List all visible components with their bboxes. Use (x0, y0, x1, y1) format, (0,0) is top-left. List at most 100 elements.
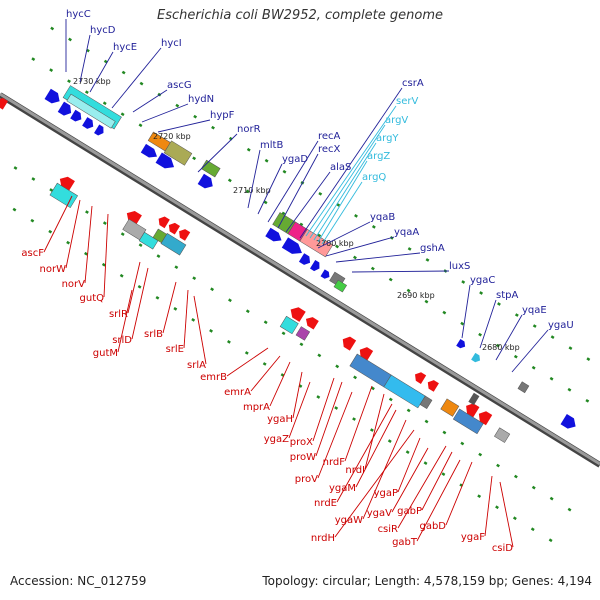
gene-label-norR: norR (237, 124, 261, 135)
gene-label-srlA: srlA (187, 360, 206, 371)
forward-gene-arrow (298, 253, 311, 265)
tick-mark (103, 59, 108, 64)
gene-label-emrB: emrB (200, 372, 227, 383)
tick-mark (102, 101, 107, 106)
kbp-marker: 2720 kbp (153, 132, 191, 141)
feature-box-rect (49, 182, 79, 209)
gene-label-ascG-leader (132, 89, 168, 113)
tick-mark (68, 37, 72, 42)
tick-mark (137, 284, 142, 289)
forward-gene-arrow (560, 414, 576, 429)
tick-mark (49, 68, 54, 73)
reverse-gene-arrow (0, 97, 8, 110)
gene-label-proX: proX (290, 437, 313, 448)
reverse-gene-arrow-shape (427, 380, 439, 392)
tick-mark (66, 240, 71, 245)
tick-mark (31, 57, 36, 61)
tick-mark (120, 232, 125, 236)
kbp-marker: 2700 kbp (316, 239, 354, 248)
gene-label-csiR: csiR (378, 524, 398, 535)
gene-label-ygaU-leader (511, 329, 549, 373)
kbp-marker: 2730 kbp (73, 77, 111, 86)
gene-label-emrB-leader (226, 347, 269, 377)
gene-label-alaS-leader (285, 171, 331, 233)
gene-label-recA: recA (318, 131, 341, 142)
gene-label-nrdF-leader (344, 385, 373, 462)
gene-label-csiR-leader (397, 445, 447, 529)
tick-mark (567, 507, 572, 512)
tick-mark (30, 218, 35, 223)
tick-mark (370, 266, 375, 271)
feature-box-rect (440, 398, 460, 417)
forward-gene-arrow-shape (560, 414, 576, 429)
gene-label-ygaH-leader (292, 371, 303, 419)
gene-label-yqaE: yqaE (522, 305, 547, 316)
tick-mark (84, 90, 89, 95)
tick-mark (335, 244, 340, 249)
gene-label-hycD-leader (79, 34, 91, 83)
forward-gene-arrow-shape (309, 260, 320, 272)
tick-mark (531, 365, 536, 370)
tick-mark (101, 262, 106, 267)
tick-mark (246, 147, 251, 152)
gene-label-mprA-leader (269, 361, 291, 407)
reverse-gene-arrow-shape (466, 403, 480, 418)
reverse-gene-arrow-shape (179, 229, 191, 241)
reverse-gene-arrow (305, 317, 319, 330)
tick-mark (479, 291, 484, 295)
tick-mark (263, 320, 268, 325)
tick-mark (387, 439, 392, 443)
tick-mark (354, 214, 358, 218)
tick-mark (352, 417, 356, 421)
tick-mark (67, 79, 71, 84)
forward-gene-arrow (309, 260, 320, 272)
gene-label-hycI: hycI (161, 38, 182, 49)
gene-label-nrdE-leader (336, 403, 393, 503)
gene-label-yqaB: yqaB (370, 212, 395, 223)
gene-label-gutM: gutM (93, 348, 118, 359)
forward-gene-arrow (155, 152, 175, 169)
gene-label-hydN: hydN (188, 94, 214, 105)
tick-mark (441, 472, 446, 477)
feature-box-rect (138, 231, 159, 250)
tick-mark (173, 306, 178, 311)
gene-label-hypF-leader (157, 119, 211, 133)
reverse-gene-arrow (415, 372, 427, 384)
tick-mark (193, 114, 198, 119)
forward-gene-arrow (70, 109, 82, 122)
gene-label-gabD: gabD (419, 521, 446, 532)
tick-mark (369, 428, 374, 432)
gene-label-nrdE: nrdE (314, 498, 337, 509)
tick-mark (191, 318, 196, 322)
tick-mark (227, 340, 231, 344)
reverse-gene-arrow-shape (290, 307, 306, 322)
forward-gene-arrow (94, 124, 104, 136)
feature-box-rect (295, 326, 311, 341)
gene-label-yqaA: yqaA (394, 227, 419, 238)
gene-label-nrdI: nrdI (345, 465, 365, 476)
gene-label-norW: norW (40, 264, 67, 275)
backbone-line (0, 92, 600, 466)
feature-box-rect (494, 427, 511, 443)
forward-gene-arrow-shape (281, 237, 302, 254)
reverse-gene-arrow (427, 380, 439, 392)
tick-mark (211, 125, 215, 130)
tick-mark (48, 229, 53, 234)
tick-mark (495, 505, 499, 510)
feature-box (419, 395, 433, 410)
gene-label-gutM-leader (117, 289, 133, 353)
tick-mark (477, 494, 482, 499)
tick-mark (138, 243, 143, 247)
tick-mark (425, 258, 430, 262)
gene-label-stpA: stpA (496, 290, 518, 301)
tick-mark (585, 398, 590, 403)
tick-mark (478, 332, 483, 337)
kbp-marker: 2680 kbp (482, 343, 520, 352)
tick-mark (442, 310, 447, 315)
feature-box (49, 182, 79, 209)
gene-label-ygaD-leader (257, 163, 283, 215)
forward-gene-arrow (44, 88, 60, 104)
feature-box-rect (333, 279, 348, 293)
gene-label-ascG: ascG (167, 80, 192, 91)
